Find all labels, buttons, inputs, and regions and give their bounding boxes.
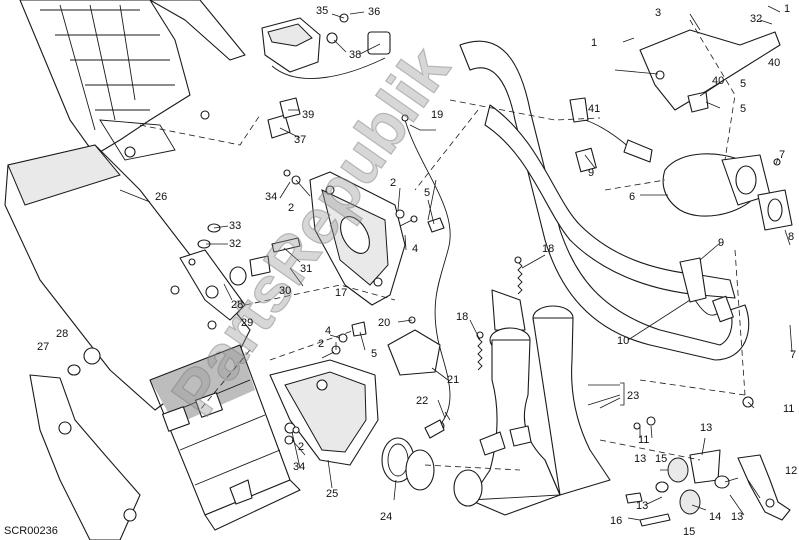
callout-bracket [620,382,625,406]
callout-label: 40 [712,75,724,87]
exhaust-flange [662,153,771,217]
callout-label: 31 [300,263,312,275]
callout-label: 36 [368,6,380,18]
callout-label: 1 [784,3,790,15]
callout-label: 13 [636,500,648,512]
callout-label: 9 [718,237,724,249]
heat-guard [639,29,781,113]
callout-label: 2 [318,338,324,350]
callout-label: 5 [424,187,430,199]
callout-label: 27 [37,341,49,353]
callout-label: 13 [700,422,712,434]
callout-label: 11 [783,403,794,415]
callout-label: 13 [731,511,743,523]
callout-label: 25 [326,488,338,500]
valve-cover [387,329,441,376]
callout-label: 34 [293,461,305,473]
callout-label: 32 [750,13,762,25]
callout-label: 20 [378,317,390,329]
assembly-lines [139,19,746,471]
callout-label: 2 [288,202,294,214]
callout-label: 16 [610,515,622,527]
exhaust-valve-actuator [261,13,391,79]
callout-label: 28 [56,328,68,340]
callout-label: 32 [229,238,241,250]
callout-label: 2 [298,441,304,453]
callout-label: 7 [790,349,796,361]
callout-label: 30 [279,285,291,297]
callout-numbers: 1 1 2 2 2 2 3 4 4 5 5 5 5 6 7 7 8 9 9 10… [37,3,797,538]
callout-label: 11 [638,434,649,446]
lambda-sensor-lower [679,257,734,323]
callout-label: 14 [709,511,721,523]
bolts [283,158,781,445]
callout-label: 18 [456,311,468,323]
heat-shield-lower [269,359,379,466]
callout-label: 10 [617,335,629,347]
callout-label: 39 [302,109,314,121]
callout-label: 7 [779,149,785,161]
muffler-bracket [179,249,246,321]
callout-label: 41 [588,103,600,115]
rubber-dampers [625,457,701,527]
callout-label: 34 [265,191,277,203]
callout-label: 17 [335,287,347,299]
callout-label: 6 [629,191,635,203]
callout-label: 38 [349,49,361,61]
callout-label: 2 [390,177,396,189]
callout-label: 12 [785,465,797,477]
exhaust-headers [453,40,750,516]
rubber-grommets [267,97,301,139]
callout-label: 22 [416,395,428,407]
callout-label: 1 [591,37,597,49]
muffler [4,144,301,531]
callout-label: 26 [155,191,167,203]
callout-label: 33 [229,220,241,232]
callout-label: 4 [412,243,418,255]
callout-label: 28 [231,299,243,311]
leader-lines [119,5,793,521]
frame-section [19,0,246,161]
footpeg-bracket [29,374,141,540]
callout-label: 24 [380,511,392,523]
callout-label: 18 [542,243,554,255]
lambda-sensor-upper [569,97,653,173]
callout-label: 9 [588,167,594,179]
callout-label: 19 [431,109,443,121]
clamp-bracket [689,449,791,521]
callout-label: 23 [627,390,639,402]
callout-label: 15 [683,526,695,538]
callout-label: 13 [634,453,646,465]
callout-label: 21 [447,374,459,386]
callout-label: 3 [655,7,661,19]
callout-label: 40 [768,57,780,69]
callout-label: 4 [325,325,331,337]
exhaust-clamp [381,419,445,491]
heat-shield-upper [309,171,406,306]
callout-label: 15 [655,453,667,465]
callout-label: 35 [316,5,328,17]
exhaust-valve-cable [401,114,451,431]
callout-label: 37 [294,134,306,146]
callout-label: 8 [788,231,794,243]
gasket [757,189,793,231]
diagram-code: SCR00236 [4,525,58,537]
callout-label: 5 [371,348,377,360]
callout-label: 5 [740,78,746,90]
washers-rubber-mounts [67,223,301,376]
callout-label: 29 [241,317,253,329]
callout-label: 5 [740,103,746,115]
